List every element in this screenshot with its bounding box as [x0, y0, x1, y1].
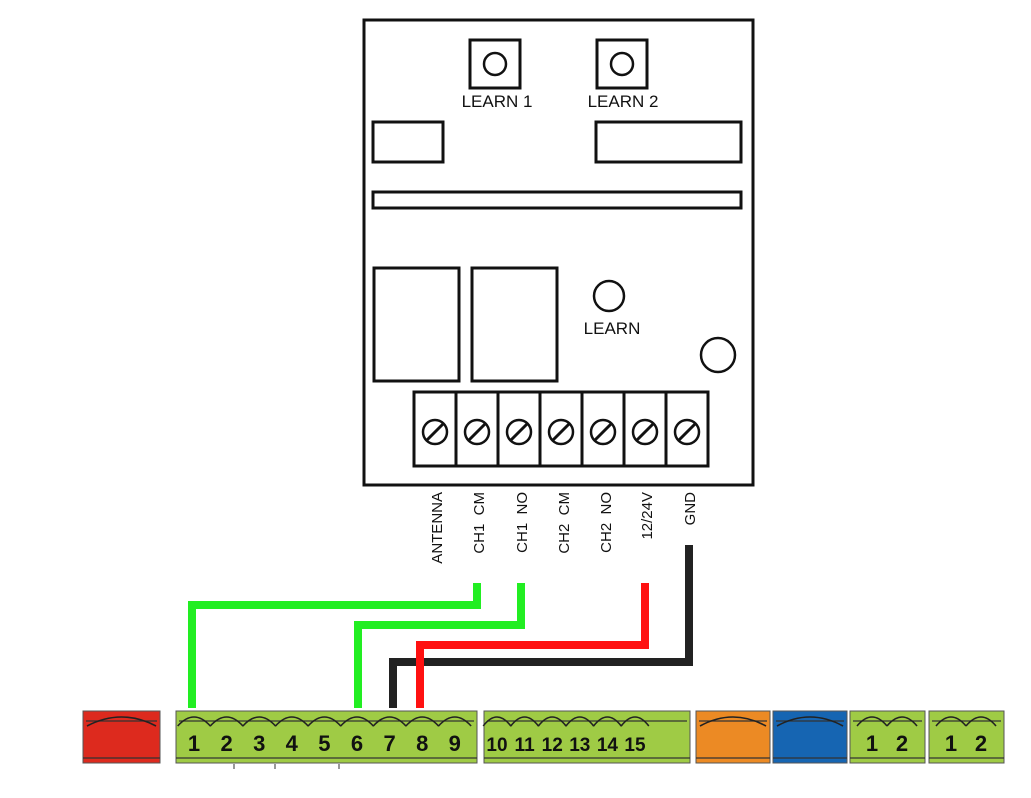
terminal-number: 1	[866, 731, 878, 756]
terminal-number: 9	[449, 731, 461, 756]
terminal-number: 1	[945, 731, 957, 756]
connector-block-block-orange	[695, 710, 771, 764]
terminal-number: 1	[188, 731, 200, 756]
terminal-number: 6	[351, 731, 363, 756]
screw-terminal	[454, 392, 491, 466]
terminal-number: 3	[253, 731, 265, 756]
terminal-number: 7	[383, 731, 395, 756]
terminal-label: CH2 NO	[598, 492, 615, 553]
wire-12-24v	[416, 583, 649, 708]
learn-button	[592, 279, 626, 313]
screw-terminal	[538, 392, 575, 466]
screw-terminal	[496, 392, 533, 466]
terminal-number: 4	[286, 731, 299, 756]
terminal-label: CH1 NO	[514, 492, 531, 553]
wire-ch1-no	[354, 583, 525, 708]
relay-2	[470, 266, 559, 383]
wire-ch1-cm	[188, 583, 481, 708]
learn1-button	[468, 38, 522, 90]
screw-terminal	[421, 418, 449, 446]
component-large	[594, 120, 743, 164]
screw-terminal	[664, 392, 701, 466]
terminal-label: ANTENNA	[429, 492, 446, 564]
learn-label: LEARN	[584, 319, 641, 338]
module-terminal-block	[412, 390, 710, 468]
terminal-label: CH2 CM	[556, 492, 573, 554]
relay-1	[372, 266, 461, 383]
receiver-module: LEARN 1 LEARN 2 LEARN	[362, 18, 755, 487]
terminal-number: 8	[416, 731, 428, 756]
connector-block-block-blue	[772, 710, 848, 764]
terminal-number: 14	[597, 735, 619, 756]
screw-terminal	[622, 392, 659, 466]
terminal-label: GND	[682, 492, 699, 526]
terminal-number: 2	[220, 731, 232, 756]
terminal-label: CH1 CM	[471, 492, 488, 554]
terminal-number: 11	[515, 735, 536, 756]
terminal-number: 10	[486, 735, 507, 756]
terminal-number: 13	[569, 735, 590, 756]
terminal-number: 5	[318, 731, 330, 756]
terminal-label: 12/24V	[639, 492, 656, 540]
connector-block-block-red	[82, 710, 161, 764]
terminal-labels: ANTENNA CH1 CM CH1 NO CH2 CM CH2 NO 12/24V GND	[429, 492, 699, 564]
learn2-button	[595, 38, 649, 90]
component-strip	[371, 190, 743, 210]
wire-gnd	[389, 545, 693, 708]
led-indicator	[699, 336, 737, 374]
screw-terminal	[580, 392, 617, 466]
learn2-label: LEARN 2	[588, 92, 659, 111]
learn1-label: LEARN 1	[462, 92, 533, 111]
wires	[188, 545, 693, 708]
component-small	[371, 120, 445, 164]
terminal-number: 12	[542, 735, 563, 756]
terminal-number: 2	[896, 731, 908, 756]
terminal-number: 2	[975, 731, 987, 756]
terminal-number: 15	[624, 735, 646, 756]
